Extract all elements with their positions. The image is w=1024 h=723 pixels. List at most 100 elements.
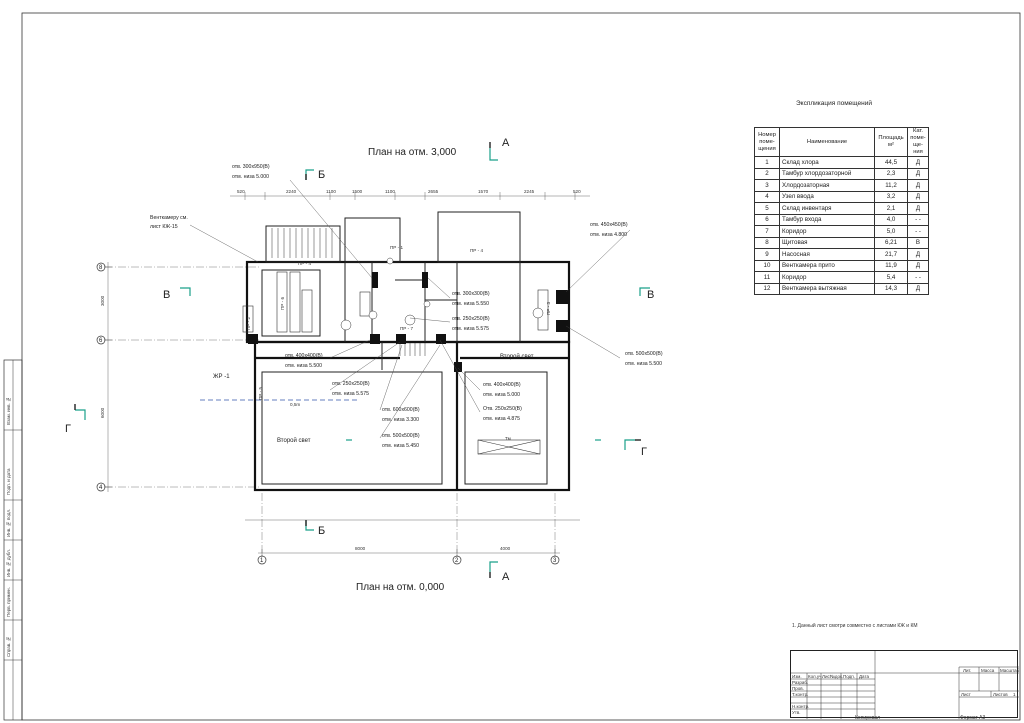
ducts — [242, 271, 549, 455]
table-cell: 2,1 — [874, 202, 908, 215]
stamp-doc: №док. — [830, 674, 844, 679]
table-cell: Д — [907, 202, 929, 215]
plan-title-bottom: План на отм. 0,000 — [356, 582, 445, 593]
section-label-a-top: А — [502, 137, 510, 149]
svg-text:1570: 1570 — [478, 189, 489, 194]
svg-text:отм. низа 5.000: отм. низа 5.000 — [483, 392, 520, 398]
openings — [248, 272, 568, 372]
table-cell: 6,21 — [874, 236, 908, 249]
svg-text:отм. низа 5.450: отм. низа 5.450 — [382, 443, 419, 449]
table-cell: 6 — [754, 213, 780, 226]
table-cell: Д — [907, 190, 929, 203]
stairs — [271, 228, 426, 356]
table-cell: Д — [907, 282, 929, 295]
col-header-number: Номер поме-щения — [754, 127, 780, 157]
svg-text:1100: 1100 — [385, 189, 395, 194]
section-label-g-left: Г — [65, 423, 71, 435]
room-pr2: ПР - 2 — [246, 317, 251, 330]
table-cell: 5,4 — [874, 271, 908, 284]
table-cell: 5,0 — [874, 225, 908, 238]
svg-text:520: 520 — [573, 189, 581, 194]
room-pr5: ПР - 5 — [258, 387, 263, 400]
svg-text:отв. 400х400(В): отв. 400х400(В) — [285, 353, 323, 359]
room-pr7: ПР - 7 — [400, 326, 413, 331]
svg-text:отв. 300х300(В): отв. 300х300(В) — [452, 291, 490, 297]
svg-text:отм. низа 4.875: отм. низа 4.875 — [483, 416, 520, 422]
top-dims: 520 2240 1100 1500 1100 2655 1570 2245 5… — [237, 189, 581, 194]
table-cell: Склад инвентаря — [779, 202, 875, 215]
room-mark: 0,5m — [290, 402, 300, 407]
axis-row-8: 8 — [99, 265, 103, 271]
table-cell: 2 — [754, 167, 780, 180]
footnote: 1. Данный лист смотри совместно с листам… — [792, 623, 918, 629]
table-cell: Венткамера прито — [779, 259, 875, 272]
table-cell: Д — [907, 248, 929, 261]
section-markers — [75, 148, 650, 572]
table-cell: 9 — [754, 248, 780, 261]
table-cell: Д — [907, 259, 929, 272]
svg-text:отм. низа 5.575: отм. низа 5.575 — [452, 326, 489, 332]
table-cell: 21,7 — [874, 248, 908, 261]
stamp-razrab: Разраб. — [792, 680, 809, 685]
section-label-v-left: В — [163, 289, 170, 301]
room-pr4a: ПР - 4 — [298, 261, 311, 266]
table-cell: 7 — [754, 225, 780, 238]
table-cell: - - — [907, 271, 929, 284]
svg-text:отв. 500х500(В): отв. 500х500(В) — [382, 433, 420, 439]
label-copied: Копировал — [855, 715, 881, 721]
svg-text:отв. 400х400(В): отв. 400х400(В) — [483, 382, 521, 388]
dim-bottom-8000: 8000 — [355, 546, 366, 551]
table-cell: Щитовая — [779, 236, 875, 249]
table-cell: 3,2 — [874, 190, 908, 203]
stamp-sheet: Лист — [961, 692, 971, 697]
table-cell: 2,3 — [874, 167, 908, 180]
room-pr4b: ПР - 4 — [470, 248, 483, 253]
table-cell: 14,3 — [874, 282, 908, 295]
strip-podp: Подп. и дата — [6, 468, 11, 495]
strip-inv-dubl: Инв. № дубл. — [6, 548, 11, 577]
col-header-category: Кат. поме-ще-ния — [907, 127, 929, 157]
axis-col-3: 3 — [553, 558, 557, 564]
section-label-g-right: Г — [641, 446, 647, 458]
table-cell: Тамбур входа — [779, 213, 875, 226]
table-cell: Коридор — [779, 225, 875, 238]
table-cell: - - — [907, 213, 929, 226]
table-cell: - - — [907, 225, 929, 238]
table-cell: Тамбур хлордозаторной — [779, 167, 875, 180]
table-cell: 8 — [754, 236, 780, 249]
room-second-light-right: Второй свет — [500, 353, 534, 360]
col-header-name: Наименование — [779, 127, 875, 157]
stamp-date: Дата — [859, 674, 869, 679]
stamp-prov: Пров. — [792, 686, 804, 691]
table-cell: Д — [907, 156, 929, 169]
room-tm: Тм — [505, 436, 511, 441]
svg-text:1100: 1100 — [326, 189, 336, 194]
table-cell: В — [907, 236, 929, 249]
svg-text:отв. 250х250(В): отв. 250х250(В) — [452, 316, 490, 322]
svg-text:отв. 500х500(В): отв. 500х500(В) — [625, 351, 663, 357]
svg-text:отв. 450х450(В): отв. 450х450(В) — [590, 222, 628, 228]
table-cell: 44,5 — [874, 156, 908, 169]
svg-text:2240: 2240 — [286, 189, 297, 194]
table-cell: 11,9 — [874, 259, 908, 272]
sheet-frame — [21, 12, 1021, 721]
svg-text:отм. низа 5.575: отм. низа 5.575 — [332, 391, 369, 397]
table-cell: 1 — [754, 156, 780, 169]
strip-sprav: Справ. № — [6, 636, 11, 657]
stamp-sheets-count: 1 — [1013, 692, 1016, 697]
svg-text:отм. низа 5.500: отм. низа 5.500 — [625, 361, 662, 367]
svg-text:отм. низа 3.300: отм. низа 3.300 — [382, 417, 419, 423]
svg-text:отм. низа 5.500: отм. низа 5.500 — [285, 363, 322, 369]
room-second-light-left: Второй свет — [277, 437, 311, 444]
stamp-kol: Кол.уч — [808, 674, 822, 679]
table-cell: 4,0 — [874, 213, 908, 226]
svg-text:отм. низа 4.800: отм. низа 4.800 — [590, 232, 627, 238]
room-zhr: ЖР -1 — [213, 374, 230, 380]
